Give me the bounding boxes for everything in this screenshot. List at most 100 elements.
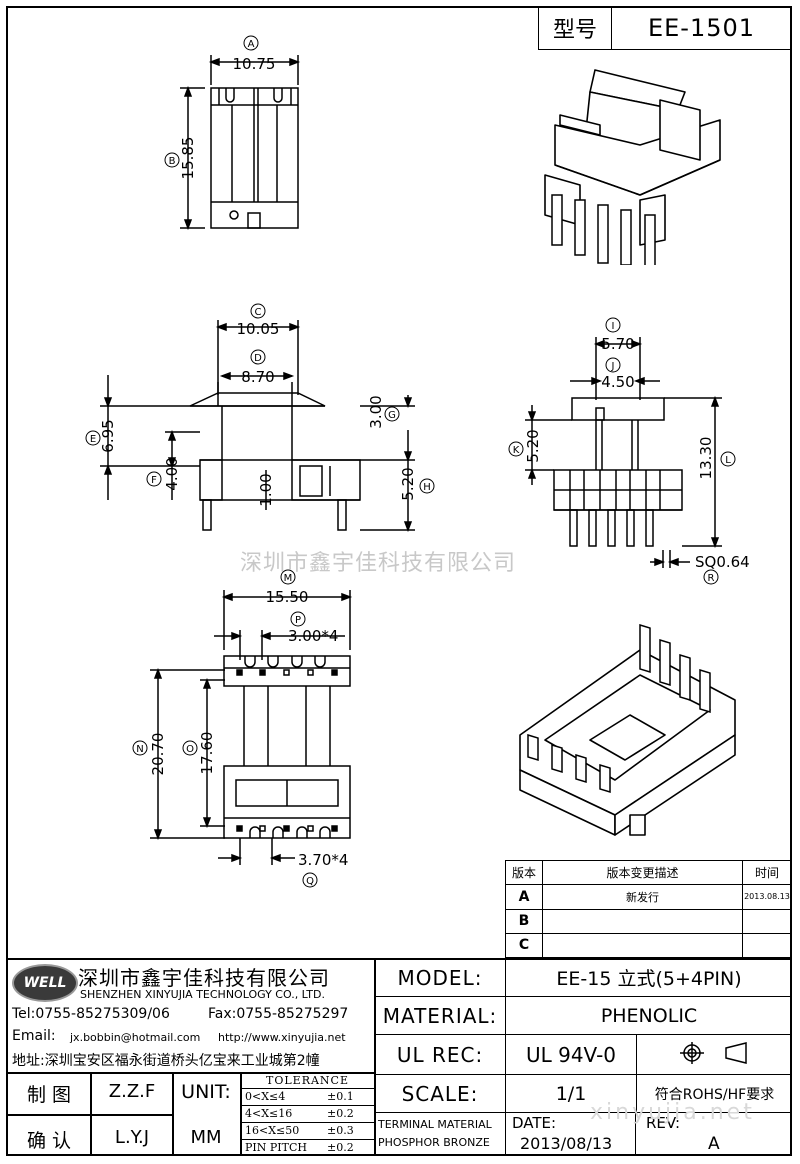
tolerance-title: TOLERANCE xyxy=(241,1074,374,1089)
date-cell: DATE: 2013/08/13 xyxy=(506,1112,636,1156)
rev-row-time xyxy=(742,932,792,959)
dim-R-tag: R xyxy=(708,573,715,584)
spec-ulrec-label: UL REC: xyxy=(375,1034,506,1075)
rev-cell: REV: A xyxy=(636,1112,792,1156)
dim-H-tag: H xyxy=(423,482,431,493)
tol-value: ±0.3 xyxy=(327,1124,354,1137)
rev-header-time: 时间 xyxy=(742,859,792,886)
date-label: DATE: xyxy=(512,1114,557,1132)
dim-K-tag: K xyxy=(513,445,520,456)
tol-range: PIN PITCH xyxy=(245,1141,307,1154)
tol-value: ±0.2 xyxy=(327,1107,354,1120)
check-label: 确 认 xyxy=(26,1130,72,1152)
rev-row-desc: 新发行 xyxy=(542,884,743,910)
specs-table: MODEL: EE-15 立式(5+4PIN) MATERIAL: PHENOL… xyxy=(375,958,792,1113)
company-logo-text: WELL xyxy=(23,975,67,991)
revision-table: 版本 版本变更描述 时间 A 新发行 2013.08.13 B C xyxy=(505,859,792,959)
rev-label: REV: xyxy=(646,1114,680,1132)
company-name-cn: 深圳市鑫宇佳科技有限公司 xyxy=(78,966,330,990)
projection-symbol-icon xyxy=(636,1034,792,1075)
company-logo: WELL xyxy=(12,964,78,1002)
tolerance-row: PIN PITCH ±0.2 xyxy=(241,1140,374,1156)
dim-M-value: 15.50 xyxy=(266,588,309,606)
model-label: 型号 xyxy=(538,6,612,50)
dim-C-tag: C xyxy=(255,307,262,318)
watermark-text: 深圳市鑫宇佳科技有限公司 xyxy=(240,551,517,576)
unit-value: MM xyxy=(190,1127,222,1148)
company-name-en: SHENZHEN XINYUJIA TECHNOLOGY CO., LTD. xyxy=(80,988,325,1001)
dim-L-tag: L xyxy=(725,455,731,466)
dim-L-value: 13.30 xyxy=(697,437,715,480)
dim-K-value: 5.20 xyxy=(524,429,542,462)
dim-F-value: 4.00 xyxy=(163,457,181,490)
isometric-view-top xyxy=(544,69,721,265)
watermark-url: xinyujia.net xyxy=(590,1100,755,1125)
rev-header-desc: 版本变更描述 xyxy=(542,859,743,886)
tolerance-row: 0<X≤4 ±0.1 xyxy=(241,1089,374,1106)
rev-row-ver: B xyxy=(505,908,543,934)
tolerance-row: 4<X≤16 ±0.2 xyxy=(241,1106,374,1123)
dim-A-tag: A xyxy=(248,39,255,50)
tol-range: 0<X≤4 xyxy=(245,1090,286,1103)
sign-h-mid xyxy=(6,1114,172,1116)
unit-label: UNIT: xyxy=(181,1081,231,1103)
company-tel: Tel:0755-85275309/06 xyxy=(12,1006,170,1022)
dim-mid-value: 1.00 xyxy=(257,473,275,506)
company-fax: Fax:0755-85275297 xyxy=(208,1006,349,1022)
date-value: 2013/08/13 xyxy=(520,1134,613,1153)
dim-D-tag: D xyxy=(254,353,262,364)
sign-v2 xyxy=(172,1073,174,1156)
rev-row-desc xyxy=(542,908,743,934)
side-view-drawing: I 5.70 J 4.50 K 5.20 L 13.30 SQ0.64 R xyxy=(508,317,750,585)
dim-N-value: 20.70 xyxy=(149,733,167,776)
spec-ulrec-value: UL 94V-0 xyxy=(505,1034,637,1075)
dim-I-value: 5.70 xyxy=(601,335,634,353)
company-email[interactable]: jx.bobbin@hotmail.com xyxy=(70,1031,201,1044)
dim-I-tag: I xyxy=(612,321,615,332)
company-website[interactable]: http://www.xinyujia.net xyxy=(218,1031,346,1044)
dim-B-tag: B xyxy=(169,156,176,167)
company-email-label: Email: xyxy=(12,1028,56,1044)
dim-A-value: 10.75 xyxy=(233,55,276,73)
check-name: L.Y.J xyxy=(114,1127,150,1148)
dim-P-value: 3.00*4 xyxy=(288,627,338,645)
dim-R-value: SQ0.64 xyxy=(695,553,750,571)
terminal-material-1: TERMINAL MATERIAL xyxy=(378,1118,492,1131)
drawing-frame xyxy=(6,6,792,1156)
header-model-box: 型号 EE-1501 xyxy=(538,6,792,50)
spec-scale-value: 1/1 xyxy=(505,1074,637,1113)
dim-P-tag: P xyxy=(295,615,301,626)
dim-E-value: 6.95 xyxy=(99,419,117,452)
dim-M-tag: M xyxy=(284,573,293,584)
bottom-view-drawing: M 15.50 P 3.00*4 N 20.70 O 17.60 3.70*4 … xyxy=(132,569,353,888)
dim-G-tag: G xyxy=(388,410,396,421)
terminal-material-cell: TERMINAL MATERIAL PHOSPHOR BRONZE xyxy=(376,1112,506,1156)
dim-J-value: 4.50 xyxy=(601,373,634,391)
rev-value: A xyxy=(708,1134,720,1154)
dim-O-tag: O xyxy=(186,744,194,755)
dim-Q-tag: Q xyxy=(306,876,314,887)
dim-H-value: 5.20 xyxy=(399,467,417,500)
top-view-drawing: A 10.75 B 15.85 xyxy=(164,35,301,231)
rev-row-desc xyxy=(542,932,743,959)
tol-range: 4<X≤16 xyxy=(245,1107,293,1120)
tol-range: 16<X≤50 xyxy=(245,1124,300,1137)
company-address: 地址:深圳宝安区福永街道桥头亿宝来工业城第2幢 xyxy=(12,1053,320,1069)
dim-D-value: 8.70 xyxy=(241,368,274,386)
sign-block-top-line xyxy=(6,1072,376,1074)
dim-B-value: 15.85 xyxy=(179,137,197,180)
spec-rohs-value: 符合ROHS/HF要求 xyxy=(636,1074,792,1113)
rev-row-ver: A xyxy=(505,884,543,910)
rev-row-time: 2013.08.13 xyxy=(742,884,792,910)
spec-model-label: MODEL: xyxy=(375,958,506,997)
draw-label: 制 图 xyxy=(26,1084,72,1106)
terminal-material-2: PHOSPHOR BRONZE xyxy=(378,1136,490,1149)
isometric-view-bottom xyxy=(519,623,736,836)
company-block: WELL 深圳市鑫宇佳科技有限公司 SHENZHEN XINYUJIA TECH… xyxy=(8,960,374,1072)
dim-O-value: 17.60 xyxy=(198,732,216,775)
dim-F-tag: F xyxy=(151,475,157,486)
spec-scale-label: SCALE: xyxy=(375,1074,506,1113)
tol-value: ±0.2 xyxy=(327,1141,354,1154)
spec-material-value: PHENOLIC xyxy=(505,996,792,1035)
spec-material-label: MATERIAL: xyxy=(375,996,506,1035)
